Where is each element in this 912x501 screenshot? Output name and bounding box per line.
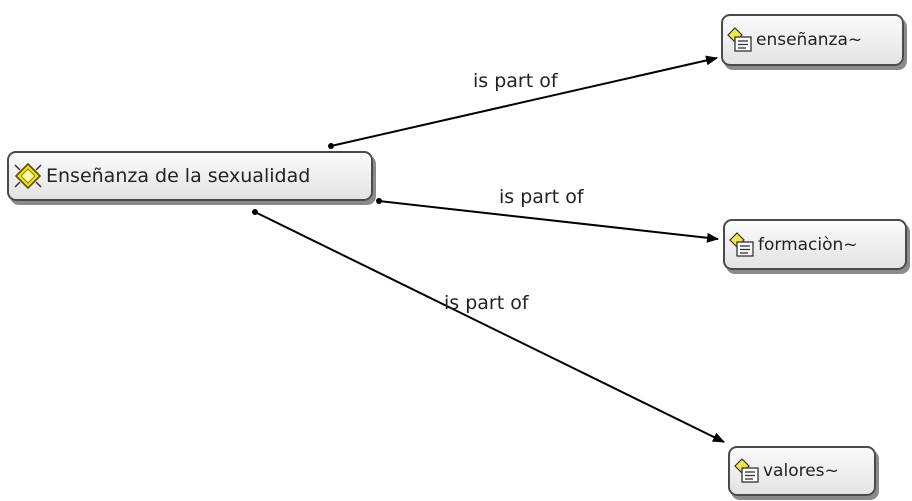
relation-label: is part of [473, 70, 558, 92]
document-code-icon [729, 231, 754, 257]
node-ensenanza[interactable]: enseñanza~ [721, 14, 904, 66]
node-valores[interactable]: valores~ [728, 446, 876, 496]
edge-start-dot [328, 143, 334, 149]
node-label: enseñanza~ [756, 30, 863, 50]
node-label: valores~ [763, 461, 839, 481]
code-family-icon [14, 162, 42, 190]
node-label: Enseñanza de la sexualidad [46, 165, 311, 187]
node-formacion[interactable]: formaciòn~ [723, 219, 907, 270]
relation-label: is part of [499, 186, 584, 208]
edge-root-to-valores[interactable] [254, 211, 725, 443]
edge-start-dot [252, 209, 258, 215]
relation-label: is part of [444, 292, 529, 314]
document-code-icon [734, 458, 759, 483]
document-code-icon [727, 27, 752, 52]
edge-start-dot [376, 198, 382, 204]
edge-root-to-ensenanza[interactable] [330, 55, 718, 147]
node-label: formaciòn~ [758, 234, 858, 255]
edge-root-to-formacion[interactable] [378, 200, 719, 243]
node-ensenanza-de-la-sexualidad[interactable]: Enseñanza de la sexualidad [7, 151, 373, 201]
